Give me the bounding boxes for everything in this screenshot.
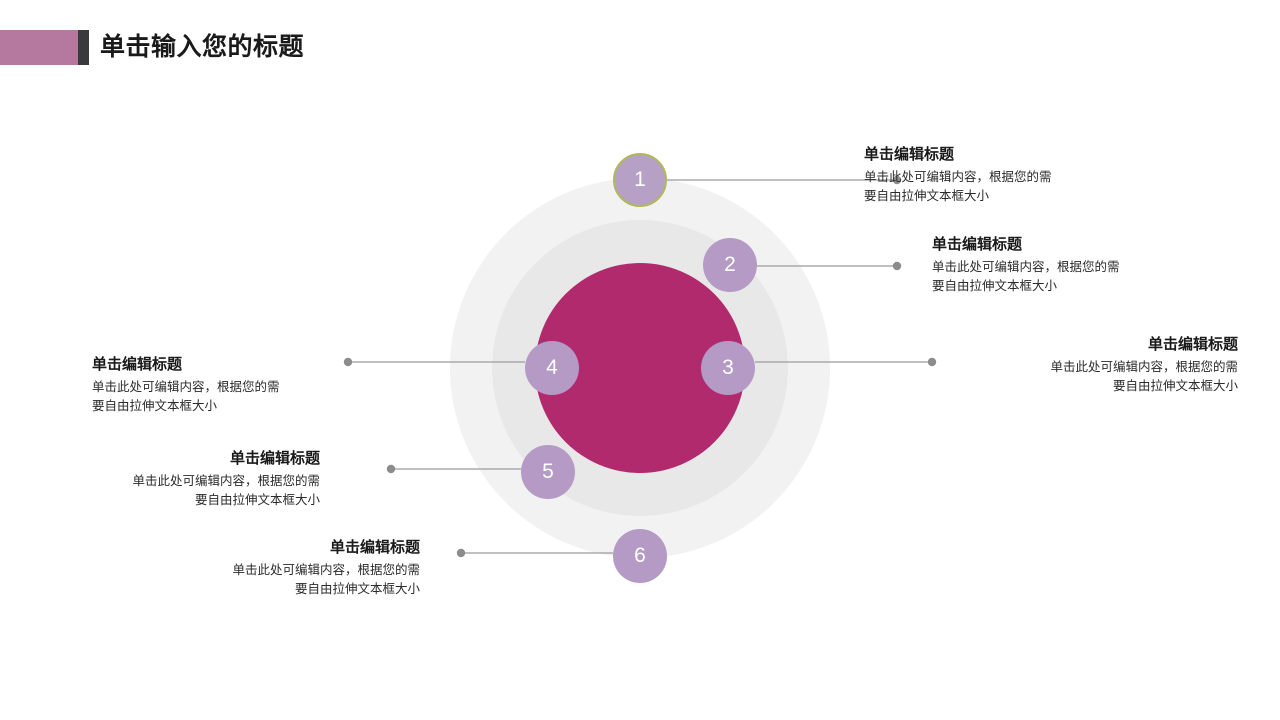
text-block-4[interactable]: 单击编辑标题 单击此处可编辑内容，根据您的需 要自由拉伸文本框大小 <box>92 354 392 416</box>
text-block-4-body: 单击此处可编辑内容，根据您的需 要自由拉伸文本框大小 <box>92 380 280 413</box>
text-block-1-body: 单击此处可编辑内容，根据您的需 要自由拉伸文本框大小 <box>864 170 1052 203</box>
connector-line-4 <box>343 357 525 367</box>
node-label-4: 4 <box>546 356 558 379</box>
connector-dot-6 <box>456 548 466 558</box>
connector-line-1 <box>667 175 902 185</box>
text-block-2-title: 单击编辑标题 <box>932 236 1023 253</box>
text-block-3-body: 单击此处可编辑内容，根据您的需 要自由拉伸文本框大小 <box>1050 360 1238 393</box>
text-block-5-title: 单击编辑标题 <box>229 450 320 467</box>
page-title: 单击输入您的标题 <box>100 33 305 61</box>
slide-header: 单击输入您的标题 <box>0 0 1280 95</box>
text-block-1-title: 单击编辑标题 <box>864 146 955 163</box>
text-block-6-body: 单击此处可编辑内容，根据您的需 要自由拉伸文本框大小 <box>232 563 420 596</box>
node-circle-2[interactable]: 2 <box>703 238 757 292</box>
node-circle-1[interactable]: 1 <box>613 153 667 207</box>
text-block-5[interactable]: 单击编辑标题 单击此处可编辑内容，根据您的需 要自由拉伸文本框大小 <box>20 448 320 510</box>
header-accent-pink-bar <box>0 30 78 65</box>
text-block-1[interactable]: 单击编辑标题 单击此处可编辑内容，根据您的需 要自由拉伸文本框大小 <box>864 144 1164 206</box>
connector-line-5 <box>386 464 521 474</box>
text-block-2-body: 单击此处可编辑内容，根据您的需 要自由拉伸文本框大小 <box>932 260 1120 293</box>
core-circle <box>535 263 745 473</box>
text-block-3-title: 单击编辑标题 <box>1147 336 1238 353</box>
connector-dot-3 <box>927 357 937 367</box>
node-circle-6[interactable]: 6 <box>613 529 667 583</box>
connector-dot-4 <box>343 357 353 367</box>
connector-line-6 <box>456 548 613 558</box>
node-label-2: 2 <box>724 253 736 276</box>
connector-line-2 <box>757 261 902 271</box>
node-circle-5[interactable]: 5 <box>521 445 575 499</box>
text-block-2[interactable]: 单击编辑标题 单击此处可编辑内容，根据您的需 要自由拉伸文本框大小 <box>932 234 1232 296</box>
text-block-3[interactable]: 单击编辑标题 单击此处可编辑内容，根据您的需 要自由拉伸文本框大小 <box>938 334 1238 396</box>
header-accent-dark-bar <box>78 30 89 65</box>
text-block-4-title: 单击编辑标题 <box>92 356 183 373</box>
text-block-5-body: 单击此处可编辑内容，根据您的需 要自由拉伸文本框大小 <box>132 474 320 507</box>
text-block-6[interactable]: 单击编辑标题 单击此处可编辑内容，根据您的需 要自由拉伸文本框大小 <box>120 537 420 599</box>
node-circle-4[interactable]: 4 <box>525 341 579 395</box>
node-label-3: 3 <box>722 356 734 379</box>
connector-dot-5 <box>386 464 396 474</box>
node-label-5: 5 <box>542 460 554 483</box>
connector-dot-2 <box>892 261 902 271</box>
node-label-1: 1 <box>634 168 646 191</box>
text-block-6-title: 单击编辑标题 <box>329 539 420 556</box>
connector-line-3 <box>755 357 937 367</box>
connector-dot-1 <box>892 175 902 185</box>
node-circle-3[interactable]: 3 <box>701 341 755 395</box>
node-label-6: 6 <box>634 544 646 567</box>
